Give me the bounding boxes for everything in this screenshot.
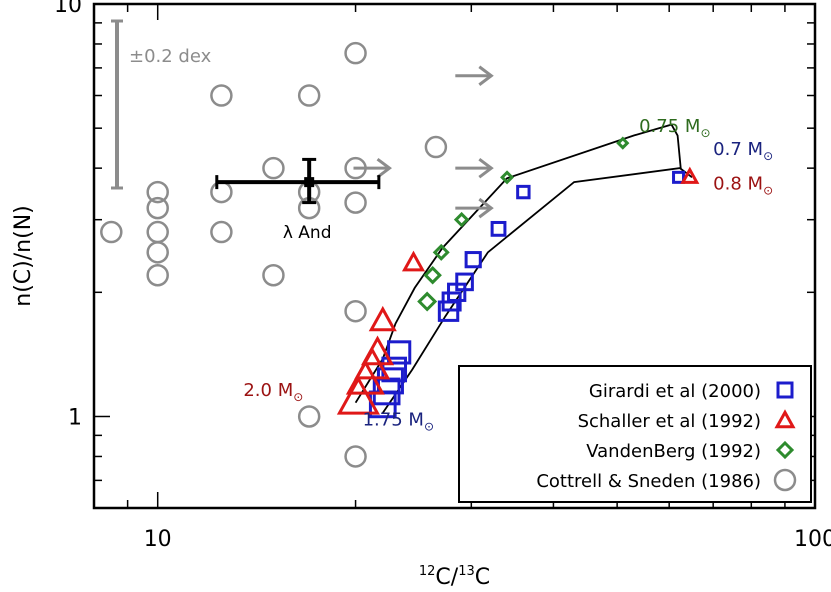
mass-label-text: 0.7 M — [713, 139, 763, 160]
mass-label-text: 0.75 M — [639, 116, 700, 137]
cottrell-sneden-point — [344, 445, 367, 468]
cottrell-sneden-point — [344, 299, 367, 323]
x-axis-label: 12C/13C — [419, 564, 490, 590]
cottrell-sneden-point — [210, 220, 233, 244]
lower-limit-arrow — [353, 157, 392, 179]
legend-entry-label: Cottrell & Sneden (1986) — [536, 471, 761, 492]
schaller-point — [336, 375, 380, 415]
arrow-head — [478, 197, 494, 219]
y-axis-label: n(C)/n(N) — [11, 205, 36, 306]
y-tick-label: 1 — [68, 405, 82, 430]
x-label-superscript-1: 12 — [419, 564, 436, 579]
x-label-base-1: C/ — [435, 565, 458, 590]
vandenberg-point — [500, 170, 515, 185]
arrow-head — [478, 157, 494, 179]
axis-ticks: 10 100 1 10 — [54, 0, 831, 552]
legend-entry-label: Girardi et al (2000) — [589, 381, 761, 402]
star-label: λ And — [283, 223, 332, 243]
x-tick-label: 10 — [144, 527, 172, 552]
girardi-point — [672, 170, 686, 184]
girardi-point — [387, 340, 412, 365]
legend-triangle-marker — [774, 409, 796, 429]
sun-symbol: ⊙ — [763, 149, 773, 163]
vandenberg-point — [616, 136, 630, 150]
sun-symbol: ⊙ — [424, 420, 434, 434]
mass-label: 0.75 M⊙ — [639, 116, 710, 140]
schaller-point — [360, 335, 395, 366]
cottrell-sneden-point — [344, 191, 367, 214]
star-marker — [304, 177, 315, 188]
lambda-and-point — [215, 157, 381, 205]
cottrell-sneden-point — [262, 156, 285, 180]
cottrell-sneden-point — [146, 196, 169, 220]
arrow-head — [376, 157, 392, 179]
mass-label: 0.8 M⊙ — [713, 174, 773, 198]
cottrell-sneden-point — [146, 263, 169, 287]
cottrell-sneden-point — [210, 84, 233, 107]
cottrell-sneden-point — [297, 84, 321, 107]
mass-label-text: 2.0 M — [243, 380, 293, 401]
plot-frame — [92, 2, 817, 510]
sun-symbol: ⊙ — [293, 390, 303, 404]
lower-limit-arrow — [455, 197, 494, 219]
cottrell-sneden-point — [146, 180, 169, 204]
girardi-point — [516, 184, 531, 200]
x-label-base-2: C — [475, 565, 490, 590]
mass-label-text: 0.8 M — [713, 174, 763, 195]
cottrell-sneden-point — [100, 220, 123, 244]
mass-label: 1.75 M⊙ — [363, 410, 434, 434]
girardi-point — [490, 220, 507, 237]
girardi-point — [464, 251, 482, 269]
legend: Girardi et al (2000) Schaller et al (1992… — [458, 365, 812, 503]
vandenberg-point — [453, 211, 470, 228]
legend-box — [458, 365, 812, 503]
schaller-point — [680, 166, 700, 184]
legend-entry-label: Schaller et al (1992) — [578, 411, 761, 432]
mass-label: 0.7 M⊙ — [713, 139, 773, 163]
cottrell-sneden-point — [344, 41, 367, 65]
lower-limit-arrow — [455, 65, 494, 86]
girardi-point — [455, 272, 474, 292]
mass-label-text: 1.75 M — [363, 410, 424, 431]
vandenberg-point — [423, 265, 442, 285]
legend-diamond-marker — [775, 440, 795, 460]
legend-square-marker — [776, 381, 794, 399]
lower-limit-arrow — [455, 157, 494, 179]
schaller-point — [368, 305, 397, 332]
mass-label: 2.0 M⊙ — [243, 380, 303, 404]
cottrell-sneden-point — [297, 405, 321, 428]
schaller-point — [401, 250, 426, 272]
legend-entry-label: VandenBerg (1992) — [586, 441, 761, 462]
cottrell-sneden-point — [146, 241, 169, 264]
y-tick-label: 10 — [54, 0, 82, 18]
sun-symbol: ⊙ — [763, 184, 773, 198]
sun-symbol: ⊙ — [700, 126, 710, 140]
cottrell-sneden-point — [424, 135, 448, 159]
x-label-superscript-2: 13 — [458, 564, 475, 579]
vandenberg-point — [417, 291, 438, 312]
x-tick-label: 100 — [794, 527, 831, 552]
arrow-head — [478, 65, 494, 86]
cottrell-sneden-point — [262, 263, 285, 287]
dex-bar-label: ±0.2 dex — [129, 46, 212, 67]
legend-circle-marker — [773, 468, 797, 492]
vandenberg-point — [432, 243, 450, 261]
